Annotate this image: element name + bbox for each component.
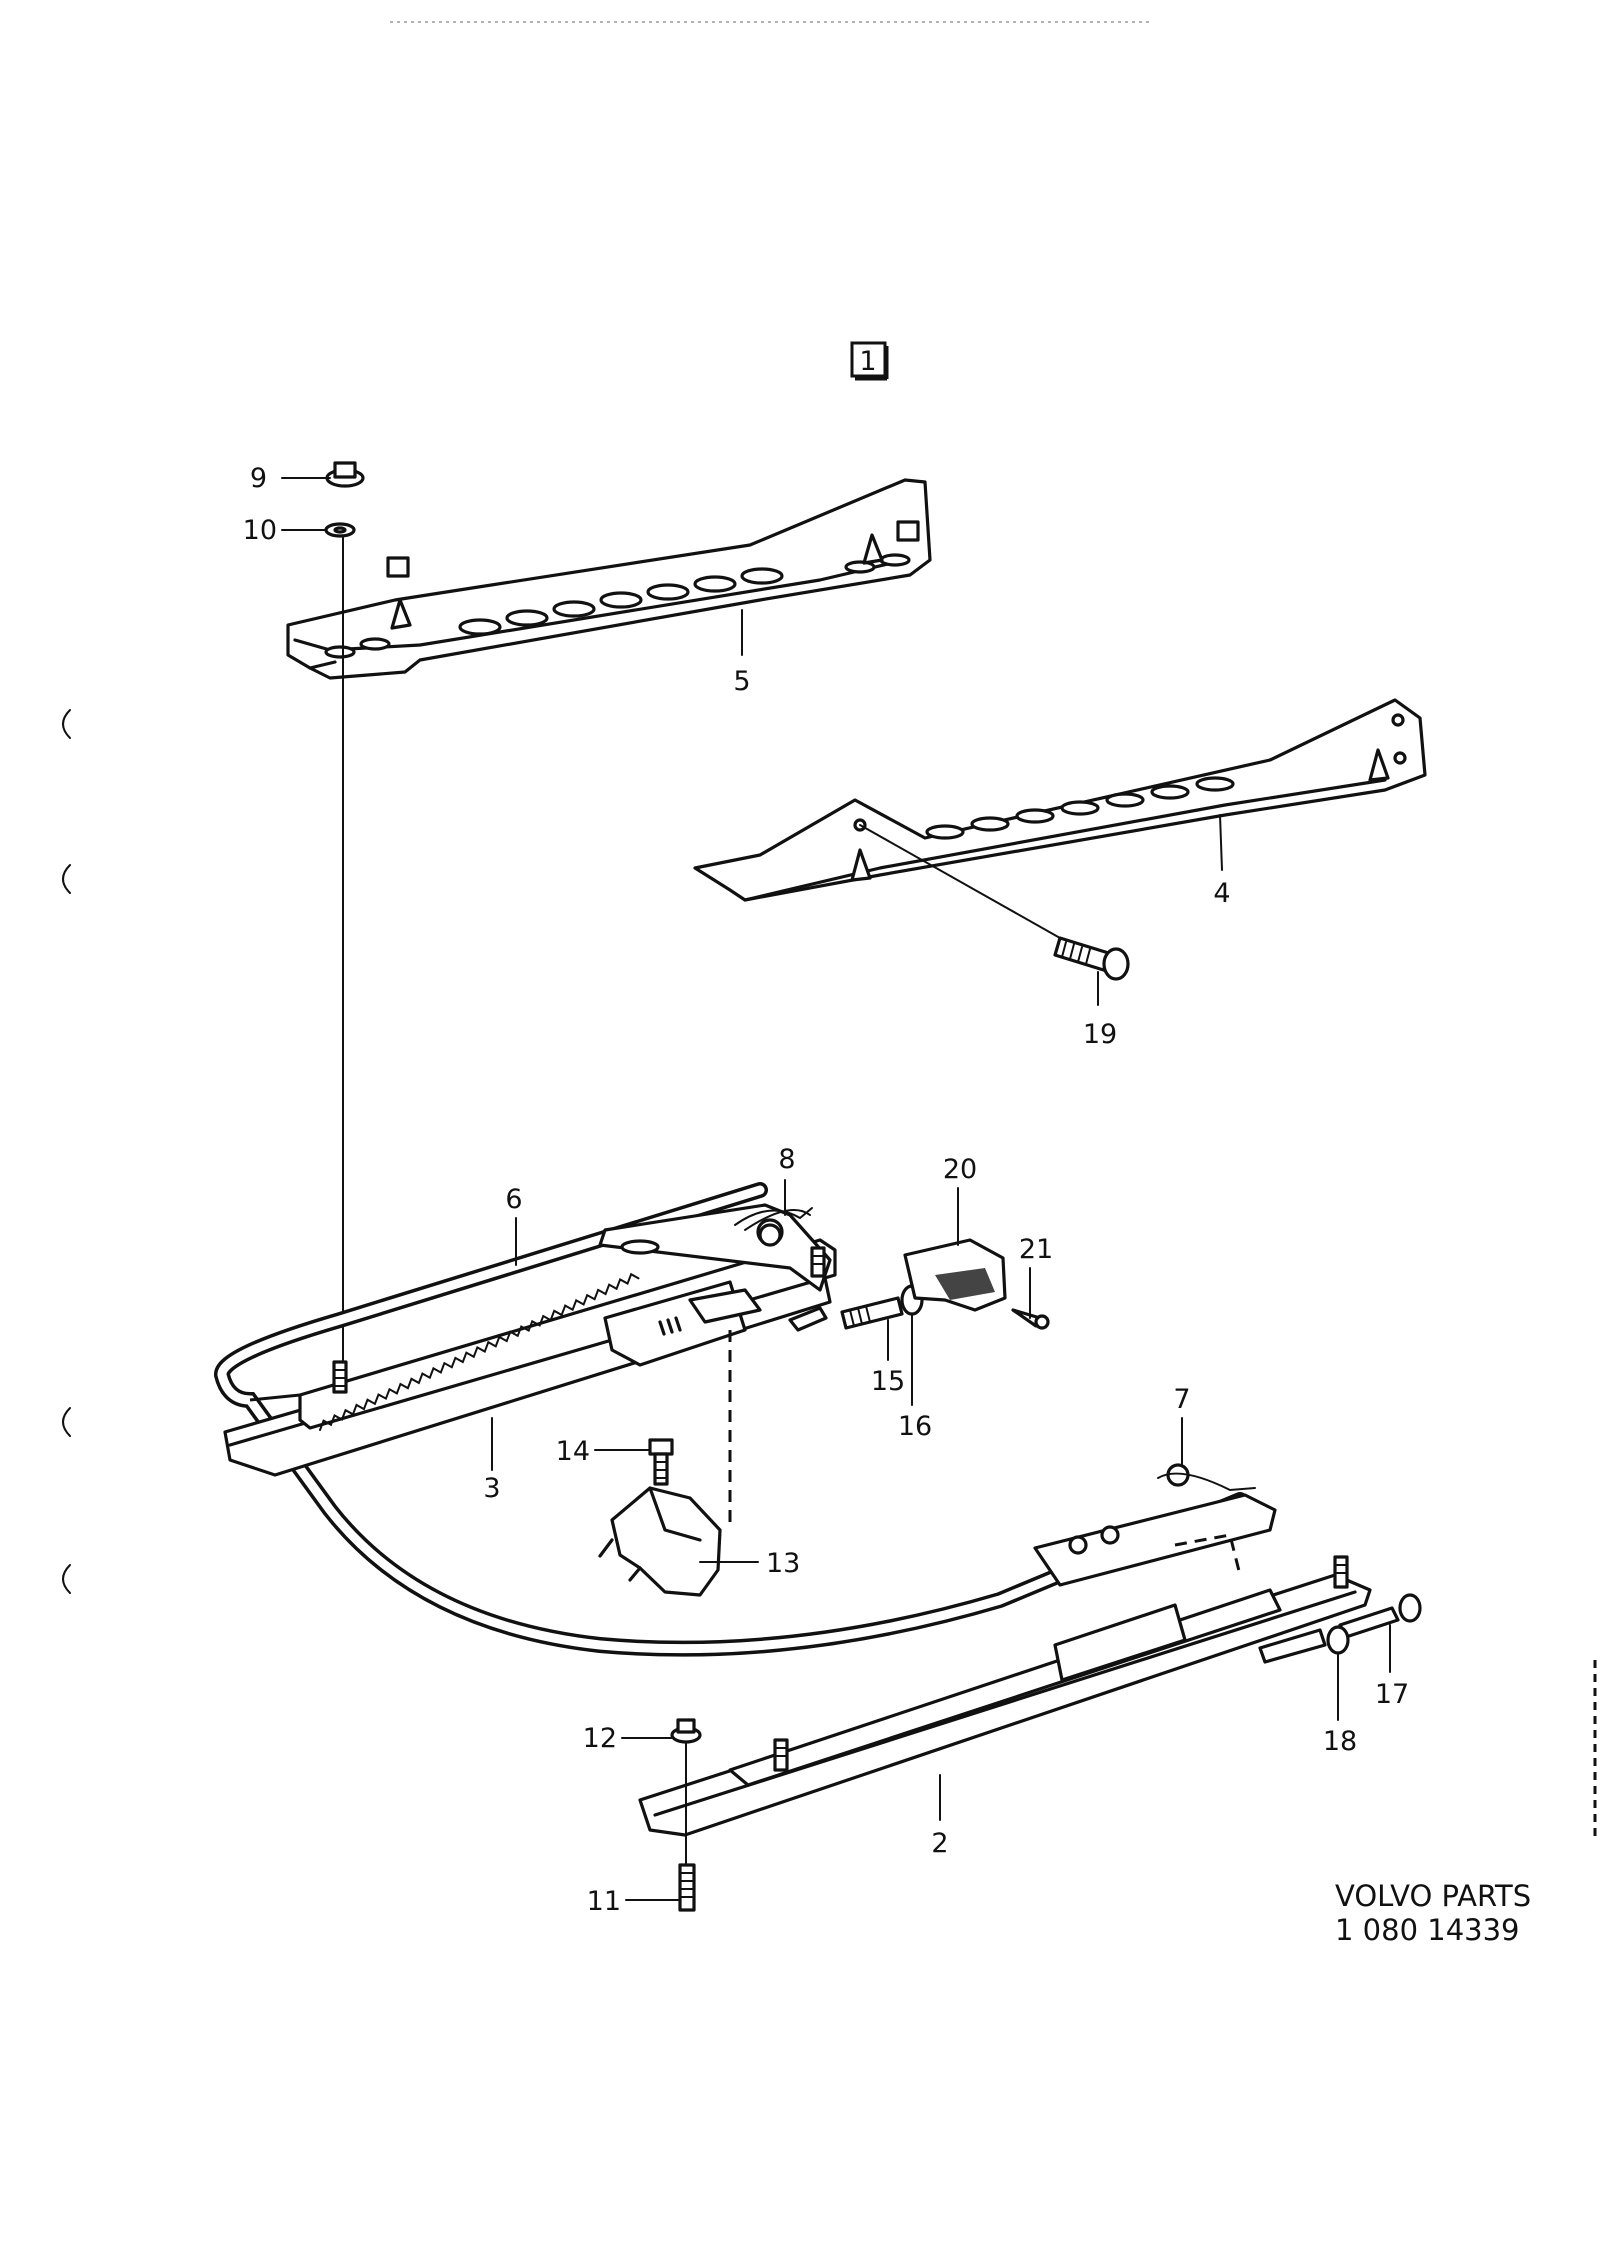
callout-8: 8 [778, 1144, 795, 1175]
callout-11: 11 [587, 1886, 621, 1917]
callout-9: 9 [250, 463, 267, 494]
part-6-frame-loop [214, 1182, 1248, 1657]
part-3-toothed-rail [223, 1238, 837, 1477]
callout-16: 16 [898, 1411, 932, 1442]
part-9-nut [325, 461, 365, 488]
callout-5: 5 [733, 666, 750, 697]
part-21-screw [1011, 1308, 1050, 1330]
right-slide-carrier [1033, 1493, 1277, 1587]
leader-lines [281, 477, 1391, 1901]
part-18-washer [1326, 1625, 1350, 1655]
callout-3: 3 [483, 1473, 500, 1504]
part-8-spring [734, 1207, 813, 1247]
part-2-floor-rail [638, 1555, 1372, 1837]
scan-artifacts [62, 21, 1597, 1840]
brand-label: VOLVO PARTS [1335, 1879, 1531, 1913]
callout-6: 6 [505, 1184, 522, 1215]
callout-13: 13 [766, 1548, 800, 1579]
part-14-bolt [648, 1438, 674, 1486]
callout-2: 2 [931, 1828, 948, 1859]
part-12-nut [670, 1718, 702, 1744]
part-11-stud [678, 1863, 696, 1912]
callout-18: 18 [1323, 1726, 1357, 1757]
callout-20: 20 [943, 1154, 977, 1185]
part-10-washer [324, 522, 356, 538]
part-4-lower-bracket [693, 698, 1427, 902]
callout-4: 4 [1213, 878, 1230, 909]
callout-7: 7 [1173, 1384, 1190, 1415]
callout-10: 10 [243, 515, 277, 546]
page-number-box: 1 [850, 341, 889, 381]
callouts: 9 10 5 4 19 8 6 20 21 15 16 3 14 13 7 17… [243, 463, 1410, 1917]
part-17-screw [1338, 1593, 1422, 1639]
part-7-spring [1157, 1463, 1256, 1492]
callout-21: 21 [1019, 1234, 1053, 1265]
callout-17: 17 [1375, 1679, 1409, 1710]
part-number-label: 1 080 14339 [1335, 1913, 1520, 1947]
part-20-bracket [903, 1238, 1007, 1312]
part-19-bolt [859, 824, 1130, 981]
part-13-bracket [598, 1486, 722, 1597]
callout-19: 19 [1083, 1019, 1117, 1050]
part-15-bolt [840, 1296, 904, 1330]
part-5-upper-bracket [286, 478, 932, 680]
page-number: 1 [859, 346, 876, 377]
callout-15: 15 [871, 1366, 905, 1397]
callout-14: 14 [556, 1436, 590, 1467]
callout-12: 12 [583, 1723, 617, 1754]
